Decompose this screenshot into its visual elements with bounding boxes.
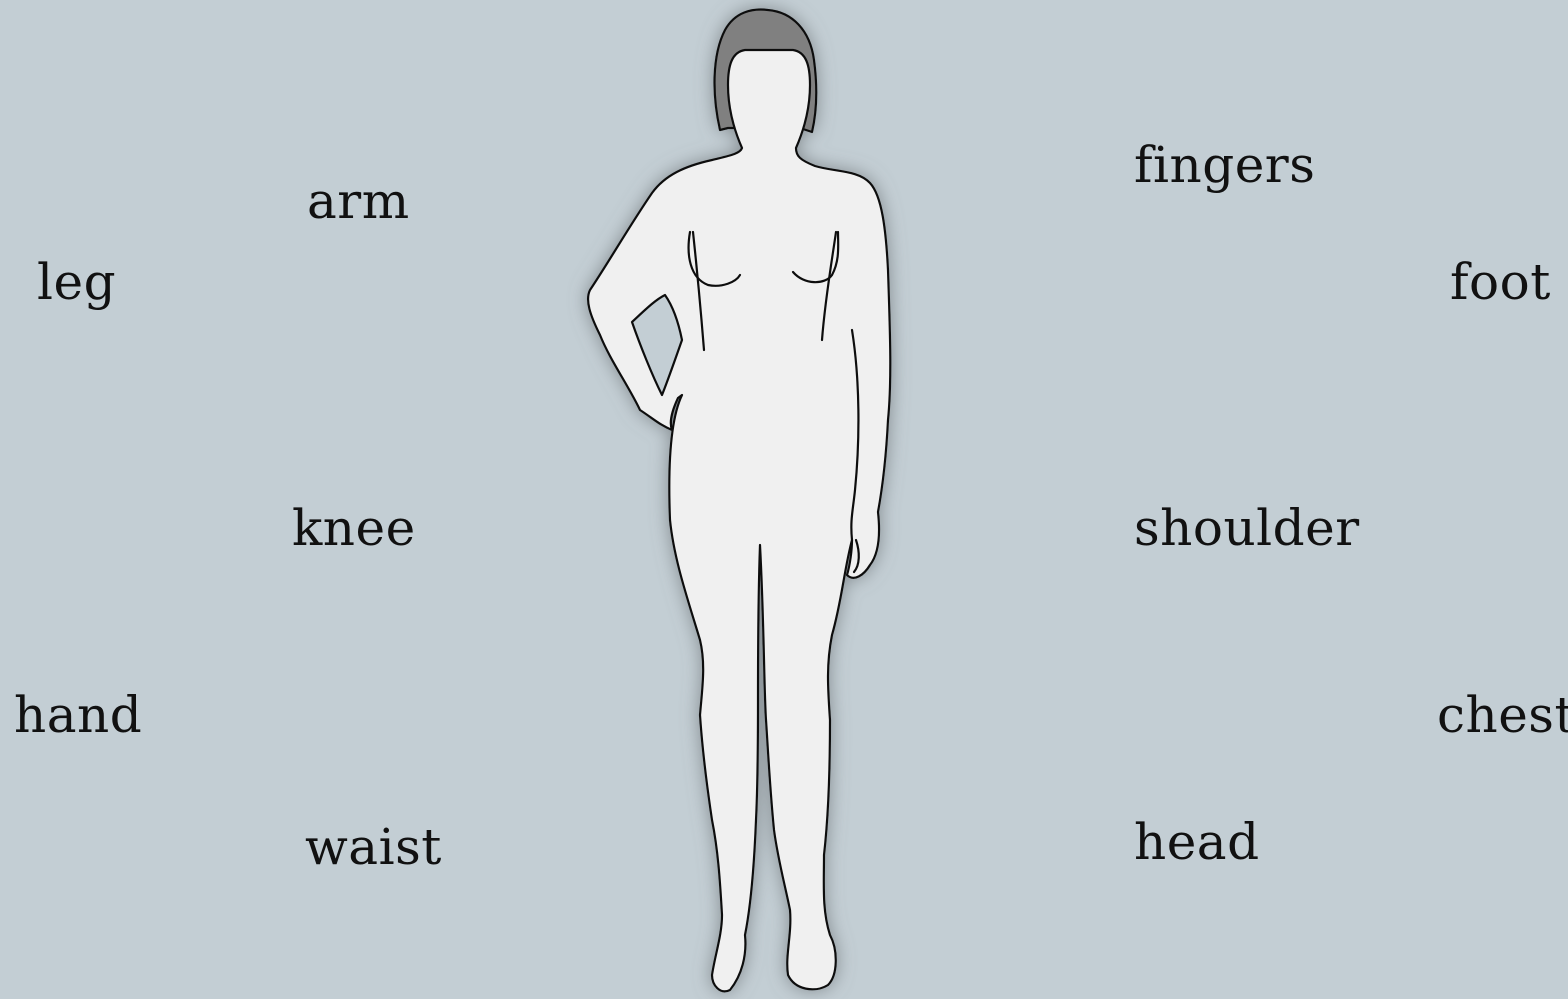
word-hand[interactable]: hand — [14, 690, 142, 740]
woman-body-silhouette-icon — [560, 0, 920, 999]
body-outline — [588, 50, 890, 991]
word-chest[interactable]: chest — [1437, 690, 1568, 740]
word-knee[interactable]: knee — [292, 503, 416, 553]
word-fingers[interactable]: fingers — [1134, 140, 1315, 190]
word-arm[interactable]: arm — [307, 176, 410, 226]
word-shoulder[interactable]: shoulder — [1134, 503, 1360, 553]
word-leg[interactable]: leg — [37, 257, 116, 307]
word-head[interactable]: head — [1134, 817, 1260, 867]
word-waist[interactable]: waist — [305, 822, 442, 872]
woman-figure — [560, 0, 920, 999]
word-foot[interactable]: foot — [1450, 257, 1551, 307]
